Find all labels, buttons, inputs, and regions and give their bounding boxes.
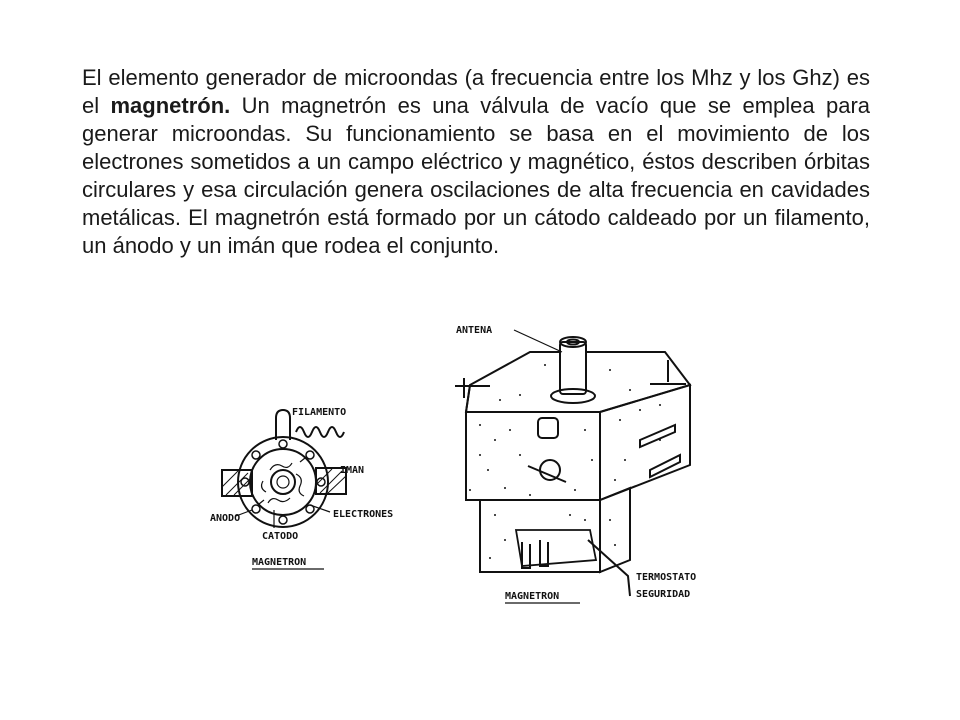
filament-wave bbox=[295, 426, 345, 438]
label-antena: ANTENA bbox=[456, 325, 492, 336]
label-anodo: ANODO bbox=[210, 513, 240, 524]
filament-leads bbox=[275, 408, 291, 440]
cathode-circle bbox=[270, 469, 296, 495]
magnetron-cross-section-diagram: FILAMENTO IMAN ANODO ELECTRONES CATODO M… bbox=[210, 407, 393, 570]
antenna-body bbox=[559, 341, 587, 395]
paragraph-text-1: El elemento generador de microondas (a f… bbox=[82, 65, 870, 118]
electron-paths bbox=[258, 457, 306, 505]
upper-block-front bbox=[465, 411, 601, 501]
label-catodo: CATODO bbox=[262, 531, 298, 542]
paragraph-text-2: Un magnetrón es una válvula de vacío que… bbox=[82, 93, 870, 258]
upper-block-side bbox=[599, 383, 691, 502]
terminal-block bbox=[514, 529, 598, 567]
label-seguridad: SEGURIDAD bbox=[636, 589, 690, 600]
label-iman: IMAN bbox=[340, 465, 364, 476]
label-termostato: TERMOSTATO bbox=[636, 572, 696, 583]
label-electrones: ELECTRONES bbox=[333, 509, 393, 520]
body-paragraph: El elemento generador de microondas (a f… bbox=[82, 64, 870, 260]
label-filamento: FILAMENTO bbox=[292, 407, 346, 418]
anode-outer-ring bbox=[237, 436, 329, 528]
magnetron-body-diagram: ANTENA TERMOSTATO SEGURIDAD MAGNETRON bbox=[455, 325, 696, 604]
caption-magnetron-left: MAGNETRON bbox=[252, 557, 306, 568]
paragraph-bold-term: magnetrón. bbox=[110, 93, 231, 118]
magnet-left-block bbox=[221, 469, 253, 497]
anode-inner-ring bbox=[249, 448, 317, 516]
caption-magnetron-right: MAGNETRON bbox=[505, 591, 559, 602]
surface-speckle bbox=[469, 364, 661, 559]
